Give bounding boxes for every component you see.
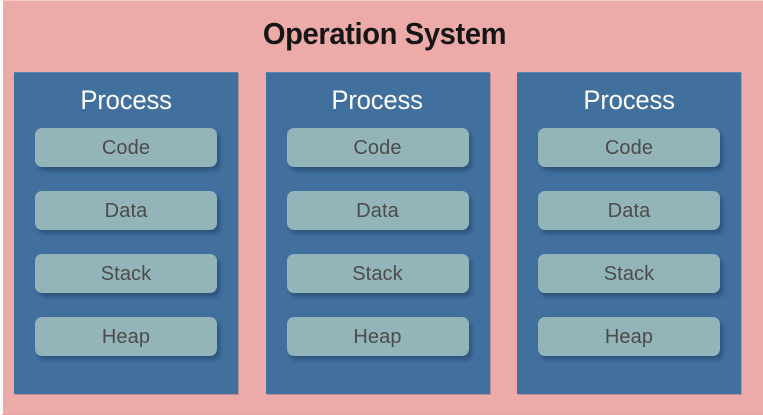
- segment-label: Stack: [100, 262, 152, 285]
- process-box-1[interactable]: Process Code Data Stack Heap: [14, 72, 238, 394]
- segment-code[interactable]: Code: [538, 128, 720, 167]
- segment-label: Data: [104, 199, 148, 222]
- memory-segment-list: Code Data Stack Heap: [266, 128, 490, 380]
- segment-label: Data: [356, 199, 399, 222]
- segment-stack[interactable]: Stack: [35, 254, 217, 293]
- process-title: Process: [331, 85, 424, 115]
- memory-segment-list: Code Data Stack Heap: [14, 128, 238, 380]
- segment-label: Stack: [352, 262, 403, 285]
- segment-label: Heap: [604, 325, 654, 348]
- segment-heap[interactable]: Heap: [35, 317, 217, 356]
- process-list: Process Code Data Stack Heap Process: [14, 72, 741, 394]
- segment-label: Code: [101, 136, 151, 159]
- memory-segment-list: Code Data Stack Heap: [517, 128, 741, 380]
- segment-stack[interactable]: Stack: [538, 254, 720, 293]
- process-box-2[interactable]: Process Code Data Stack Heap: [265, 72, 490, 394]
- segment-heap[interactable]: Heap: [286, 317, 469, 356]
- segment-data[interactable]: Data: [538, 191, 720, 230]
- segment-label: Code: [604, 136, 654, 159]
- segment-code[interactable]: Code: [35, 128, 217, 167]
- segment-label: Heap: [353, 325, 402, 348]
- segment-data[interactable]: Data: [35, 191, 217, 230]
- segment-code[interactable]: Code: [286, 128, 469, 167]
- segment-label: Data: [607, 199, 651, 222]
- page-title: Operation System: [262, 16, 507, 51]
- process-title: Process: [80, 85, 172, 115]
- segment-heap[interactable]: Heap: [538, 317, 720, 356]
- process-title: Process: [583, 85, 675, 115]
- segment-data[interactable]: Data: [286, 191, 469, 230]
- process-box-3[interactable]: Process Code Data Stack Heap: [517, 72, 741, 394]
- segment-label: Heap: [101, 325, 151, 348]
- segment-stack[interactable]: Stack: [286, 254, 469, 293]
- segment-label: Stack: [603, 262, 655, 285]
- segment-label: Code: [353, 136, 402, 159]
